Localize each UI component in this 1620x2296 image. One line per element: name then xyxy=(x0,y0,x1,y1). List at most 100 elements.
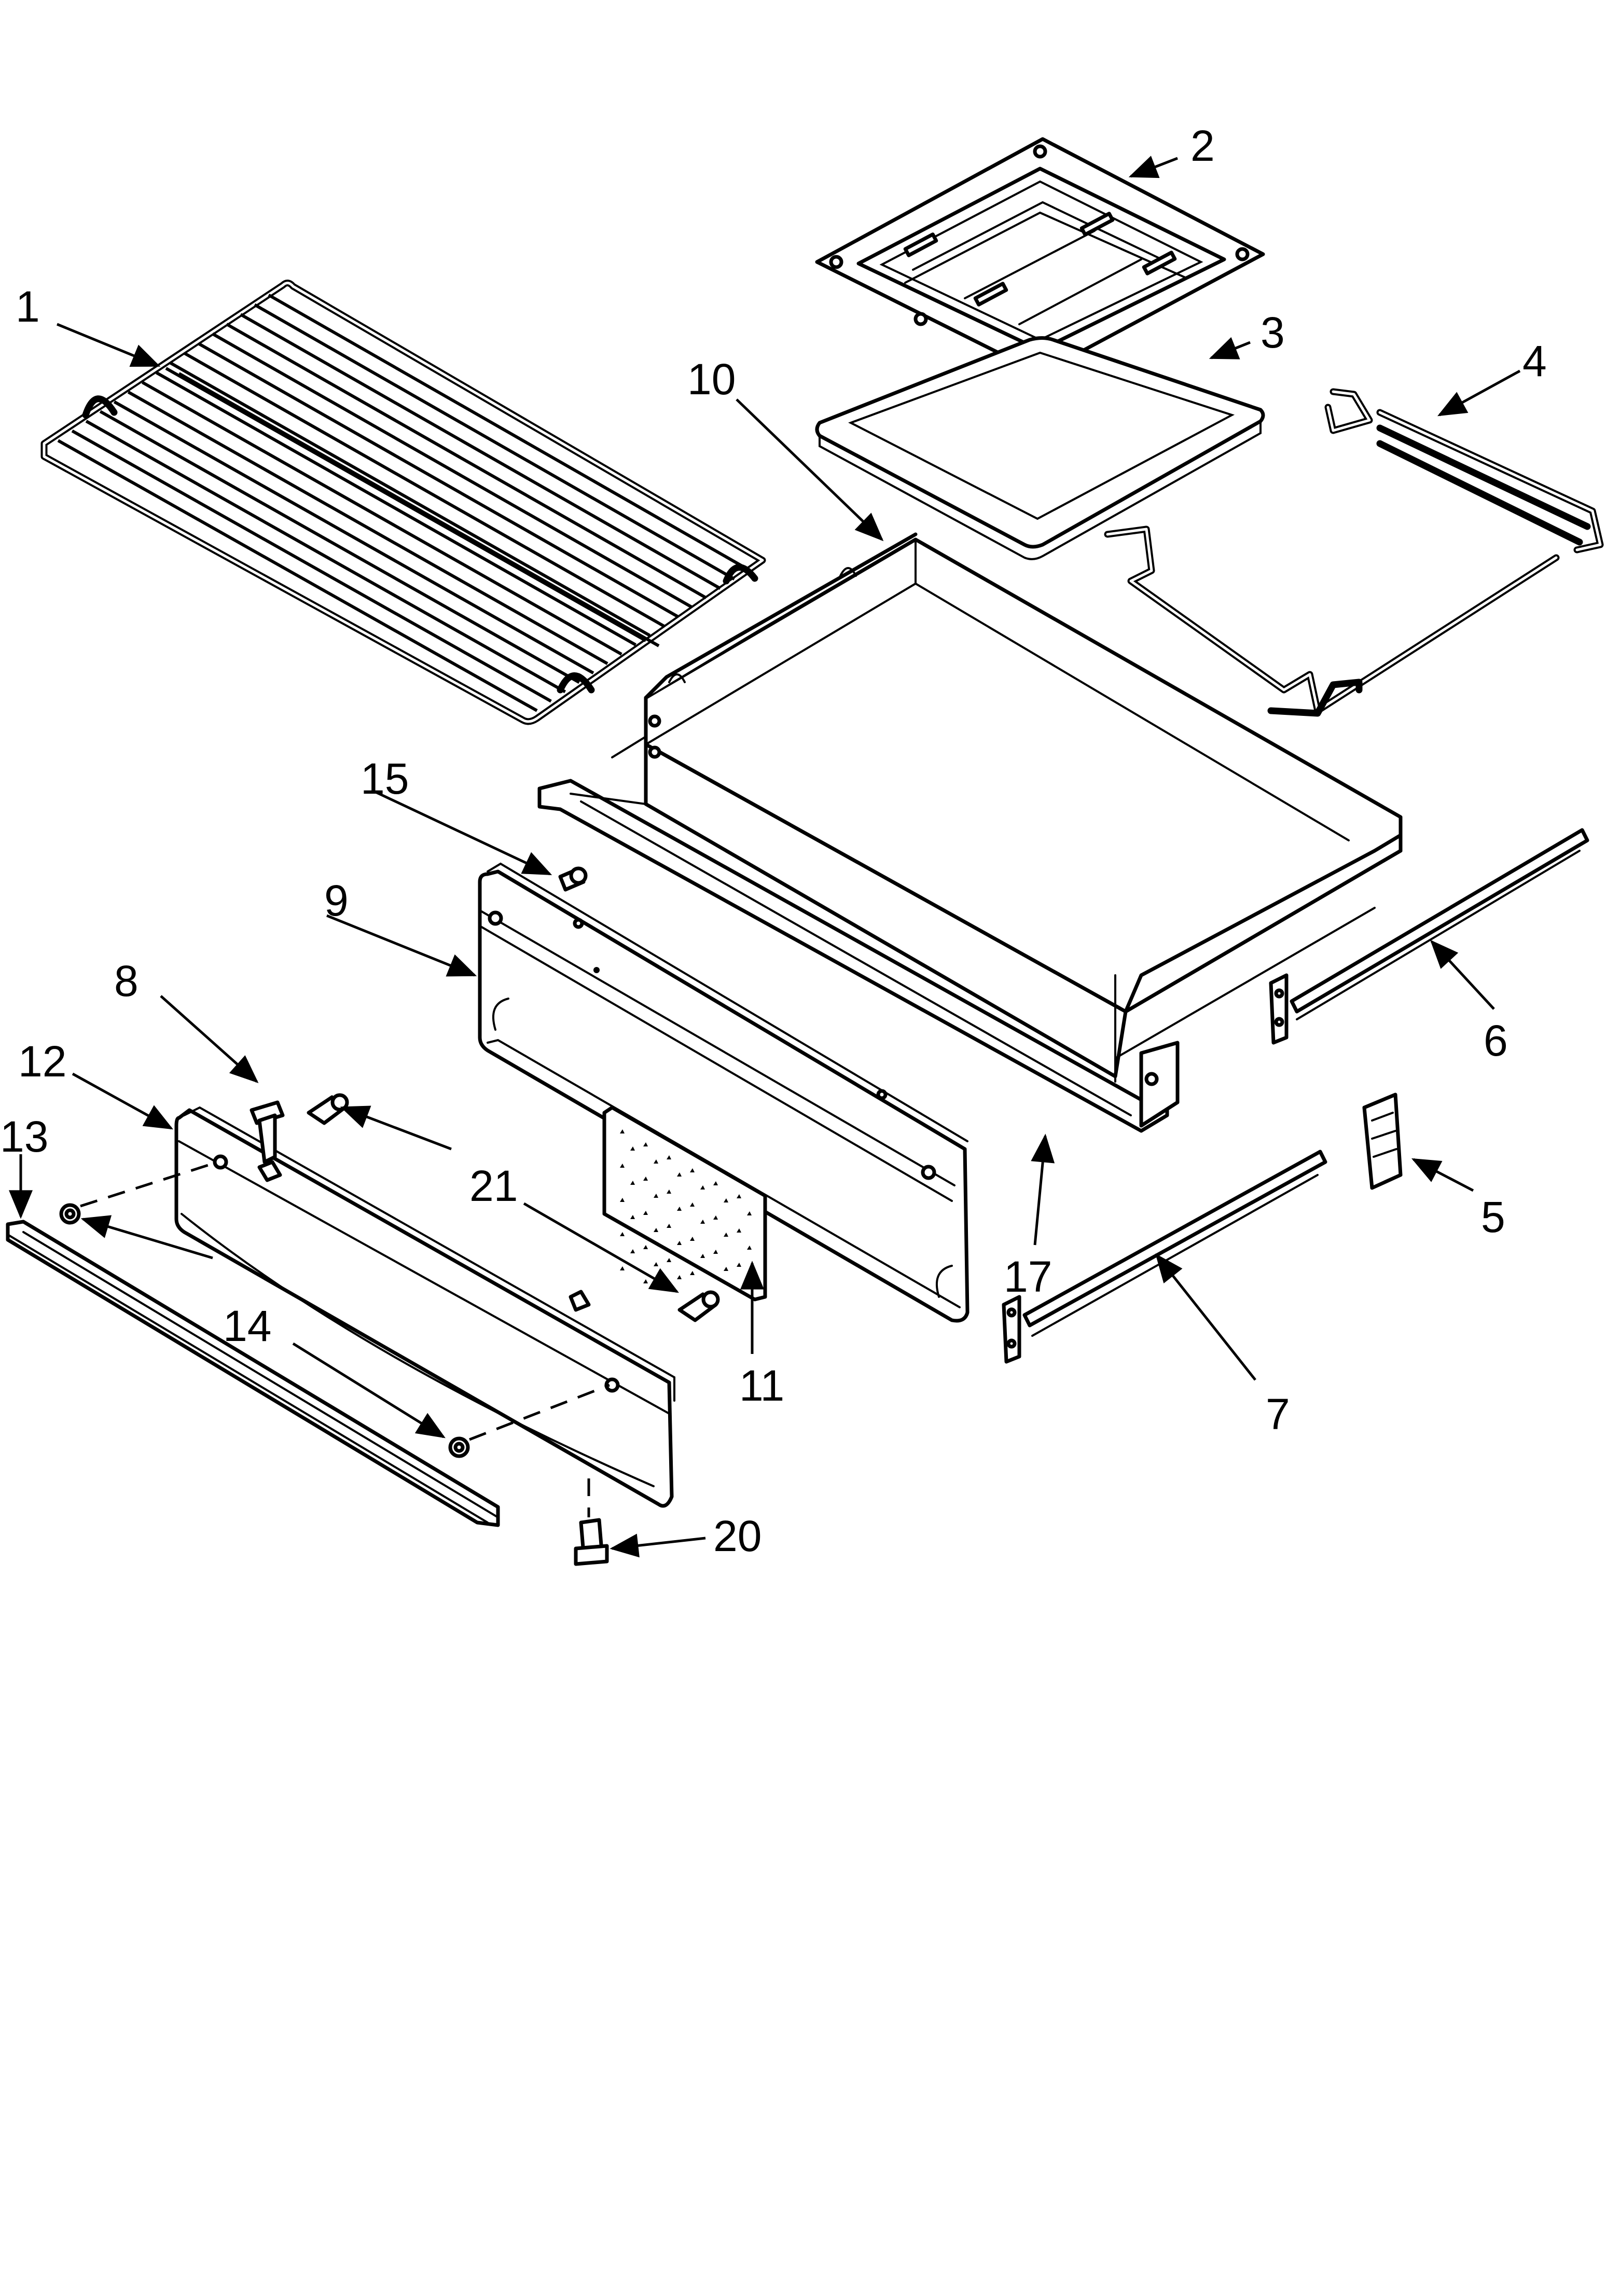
pad-texture-mark xyxy=(700,1220,705,1224)
pad-texture-mark xyxy=(677,1241,682,1245)
callout-1: 1 xyxy=(16,282,40,331)
pad-texture-mark xyxy=(630,1181,635,1185)
callout-21: 21 xyxy=(469,1161,518,1210)
pad-texture-mark xyxy=(630,1146,635,1151)
rack-bar xyxy=(198,342,679,618)
pad-texture-mark xyxy=(667,1258,671,1262)
pad-texture-mark xyxy=(667,1155,671,1159)
screw-21-top xyxy=(307,1093,349,1125)
pad-texture-mark xyxy=(643,1279,648,1283)
callout-14: 14 xyxy=(223,1302,271,1350)
spacer-14-left xyxy=(59,1203,81,1225)
callout-4: 4 xyxy=(1522,337,1547,385)
pad-texture-mark xyxy=(667,1190,671,1194)
pad-texture-mark xyxy=(620,1232,625,1236)
assembly-lines xyxy=(80,1160,610,1517)
callout-12: 12 xyxy=(18,1037,66,1086)
pad-texture-mark xyxy=(690,1271,695,1275)
callout-15: 15 xyxy=(361,754,409,803)
spacer-14-right xyxy=(448,1436,470,1458)
pad-texture-mark xyxy=(620,1164,625,1168)
callout-17: 17 xyxy=(1004,1252,1052,1301)
screw-8 xyxy=(250,1100,285,1164)
pad-texture-mark xyxy=(724,1233,728,1237)
callout-11: 11 xyxy=(739,1361,784,1410)
pad-texture-mark xyxy=(747,1211,752,1215)
pad-texture-mark xyxy=(737,1228,741,1233)
pad-texture-mark xyxy=(724,1267,728,1271)
callout-3: 3 xyxy=(1261,308,1285,357)
rack-bar xyxy=(85,420,566,694)
insulation-pad xyxy=(602,1105,767,1302)
rack-bar xyxy=(268,294,750,571)
pad-texture-mark xyxy=(713,1215,718,1220)
rack-bar xyxy=(155,371,636,646)
pad-texture-mark xyxy=(713,1250,718,1254)
rack-bar xyxy=(212,332,693,609)
rack-bar xyxy=(127,391,608,665)
pad-texture-mark xyxy=(690,1202,695,1207)
pad-texture-mark xyxy=(643,1142,648,1146)
callout-6: 6 xyxy=(1484,1016,1508,1065)
drawer-support-wire xyxy=(1104,388,1604,717)
pad-texture-mark xyxy=(620,1266,625,1270)
pad-texture-mark xyxy=(747,1246,752,1250)
pad-texture-mark xyxy=(677,1172,682,1177)
pad-texture-mark xyxy=(677,1275,682,1279)
broil-pan-grid xyxy=(815,137,1265,376)
pad-texture-mark xyxy=(630,1215,635,1219)
rack-bar xyxy=(99,410,580,684)
screw-15 xyxy=(558,866,588,892)
slide-bracket xyxy=(1362,1092,1403,1190)
rack-bar xyxy=(170,362,651,637)
callout-10: 10 xyxy=(687,355,736,404)
pad-texture-mark xyxy=(737,1194,741,1198)
callout-9: 9 xyxy=(324,876,349,925)
pad-texture-mark xyxy=(690,1237,695,1241)
pad-texture-mark xyxy=(654,1159,658,1164)
pad-texture-mark xyxy=(690,1168,695,1172)
pad-texture-mark xyxy=(620,1198,625,1202)
pad-texture-mark xyxy=(654,1194,658,1198)
callout-labels: 1 2 3 4 5 6 7 8 9 10 11 12 13 14 15 17 2… xyxy=(0,121,1547,1560)
rack-bar xyxy=(184,352,665,628)
leader-lines xyxy=(9,156,1521,1558)
drawer-front-panel xyxy=(174,1106,675,1508)
rack-bar xyxy=(71,429,552,703)
rack-bar xyxy=(226,323,707,600)
callout-8: 8 xyxy=(114,957,139,1005)
rack-bar xyxy=(57,439,538,712)
pad-texture-mark xyxy=(713,1181,718,1185)
storage-drawer xyxy=(537,532,1403,1133)
callout-5: 5 xyxy=(1481,1193,1505,1241)
pad-texture-mark xyxy=(667,1224,671,1228)
pad-texture-mark xyxy=(737,1263,741,1267)
pad-texture-mark xyxy=(700,1254,705,1258)
pad-texture-mark xyxy=(724,1198,728,1202)
rack-bar xyxy=(254,303,736,580)
rack-bar xyxy=(113,400,594,675)
screw-21-bottom xyxy=(677,1290,720,1322)
pad-texture-mark xyxy=(654,1228,658,1232)
pad-texture-mark xyxy=(700,1185,705,1190)
pad-texture-mark xyxy=(620,1129,625,1133)
pad-texture-mark xyxy=(630,1249,635,1253)
callout-20: 20 xyxy=(713,1512,761,1560)
callout-7: 7 xyxy=(1266,1390,1290,1439)
callout-2: 2 xyxy=(1190,121,1215,170)
oven-rack xyxy=(40,280,766,725)
pad-texture-mark xyxy=(643,1177,648,1181)
pad-texture-mark xyxy=(654,1262,658,1266)
callout-13: 13 xyxy=(0,1112,48,1161)
pad-texture-mark xyxy=(643,1211,648,1215)
pad-texture-mark xyxy=(643,1245,648,1249)
screw-20 xyxy=(574,1518,609,1566)
rack-bar xyxy=(141,381,622,656)
drawer-inner-panel xyxy=(478,862,970,1323)
broil-pan xyxy=(815,336,1265,560)
pad-texture-mark xyxy=(677,1207,682,1211)
rack-bar xyxy=(240,313,721,590)
trim-strip xyxy=(6,1220,500,1527)
slide-rail-6 xyxy=(1269,828,1589,1045)
